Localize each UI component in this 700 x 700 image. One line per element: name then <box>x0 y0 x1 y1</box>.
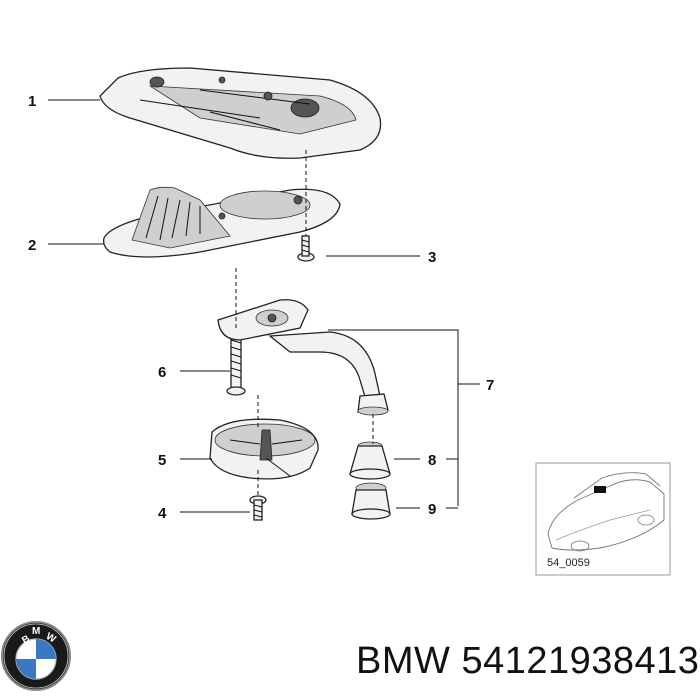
part-9-grommet <box>351 482 391 520</box>
car-outline-icon <box>547 472 665 552</box>
callout-1: 1 <box>28 93 36 110</box>
part-2-gasket-boot <box>102 186 341 258</box>
svg-text:M: M <box>32 626 40 637</box>
bmw-logo: B M W <box>1 621 71 691</box>
callout-4: 4 <box>158 505 167 522</box>
footer-part-label: BMW 54121938413 <box>356 640 699 683</box>
part-5-round-housing <box>209 418 319 480</box>
callout-2: 2 <box>28 237 36 254</box>
assembly-dashed-lines <box>235 150 374 496</box>
callout-7: 7 <box>486 377 494 394</box>
vehicle-thumbnail: 54_0059 <box>535 462 671 576</box>
part-number: 54121938413 <box>461 640 700 682</box>
svg-text:B: B <box>20 633 32 646</box>
part-7-lever-bracket <box>217 299 389 416</box>
part-6-bolt <box>226 331 246 396</box>
part-3-screw <box>297 235 315 262</box>
part-1-housing-cover <box>99 67 382 159</box>
callout-6: 6 <box>158 364 166 381</box>
callout-5: 5 <box>158 452 166 469</box>
brand-name: BMW <box>356 640 451 682</box>
callout-8: 8 <box>428 452 436 469</box>
thumbnail-caption: 54_0059 <box>547 557 590 569</box>
part-8-bushing <box>349 441 391 480</box>
leader-lines <box>48 99 480 513</box>
callout-3: 3 <box>428 249 436 266</box>
part-4-screw <box>249 495 267 521</box>
callout-9: 9 <box>428 501 436 518</box>
